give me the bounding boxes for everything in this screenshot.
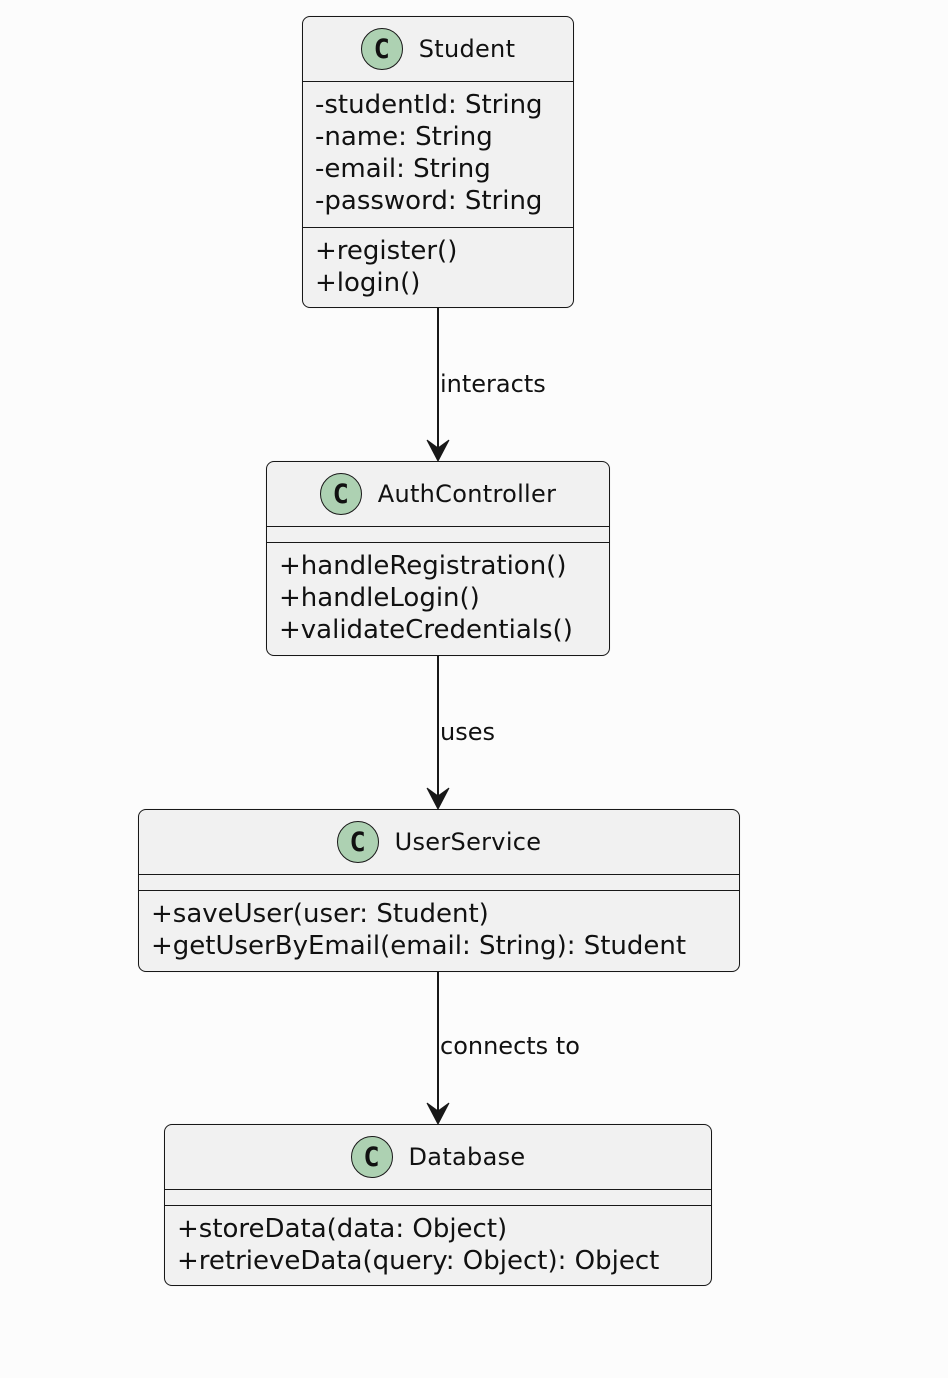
class-header: C Student [303, 17, 573, 81]
class-divider [139, 890, 739, 891]
method: +retrieveData(query: Object): Object [177, 1246, 660, 1276]
class-authcontroller: C AuthController +handleRegistration() +… [266, 461, 610, 656]
method: +handleLogin() [279, 583, 480, 613]
class-c-icon: C [319, 473, 362, 515]
method-list: +handleRegistration() +handleLogin() +va… [279, 550, 605, 646]
method-list: +storeData(data: Object) +retrieveData(q… [177, 1213, 707, 1277]
method: +login() [315, 268, 421, 298]
relation-label-interacts: interacts [440, 370, 546, 398]
method: +storeData(data: Object) [177, 1214, 508, 1244]
relation-label-uses: uses [440, 718, 495, 746]
relation-label-connects-to: connects to [440, 1032, 580, 1060]
class-name: Database [408, 1143, 526, 1171]
method-list: +register() +login() [315, 235, 569, 299]
method: +getUserByEmail(email: String): Student [151, 931, 687, 961]
method: +handleRegistration() [279, 551, 567, 581]
class-name: Student [418, 35, 516, 63]
class-userservice: C UserService +saveUser(user: Student) +… [138, 809, 740, 972]
method: +validateCredentials() [279, 615, 573, 645]
class-divider [267, 526, 609, 527]
class-c-icon: C [350, 1136, 393, 1178]
class-divider [165, 1189, 711, 1190]
class-student: C Student -studentId: String -name: Stri… [302, 16, 574, 308]
attribute: -password: String [315, 186, 543, 216]
class-divider [303, 227, 573, 228]
arrowhead-database [426, 1102, 450, 1126]
class-header: C Database [165, 1125, 711, 1189]
arrowhead-userservice [426, 787, 450, 811]
method: +saveUser(user: Student) [151, 899, 489, 929]
arrowhead-authcontroller [426, 439, 450, 463]
class-name: AuthController [377, 480, 557, 508]
class-header: C AuthController [267, 462, 609, 526]
class-divider [139, 874, 739, 875]
class-c-icon: C [360, 28, 403, 70]
class-database: C Database +storeData(data: Object) +ret… [164, 1124, 712, 1286]
class-header: C UserService [139, 810, 739, 874]
class-c-icon: C [336, 821, 379, 863]
class-divider [267, 542, 609, 543]
attribute: -name: String [315, 122, 493, 152]
attribute: -email: String [315, 154, 491, 184]
attribute-list: -studentId: String -name: String -email:… [315, 89, 569, 217]
class-divider [303, 81, 573, 82]
method-list: +saveUser(user: Student) +getUserByEmail… [151, 898, 735, 962]
class-name: UserService [394, 828, 542, 856]
method: +register() [315, 236, 458, 266]
attribute: -studentId: String [315, 90, 543, 120]
class-divider [165, 1205, 711, 1206]
